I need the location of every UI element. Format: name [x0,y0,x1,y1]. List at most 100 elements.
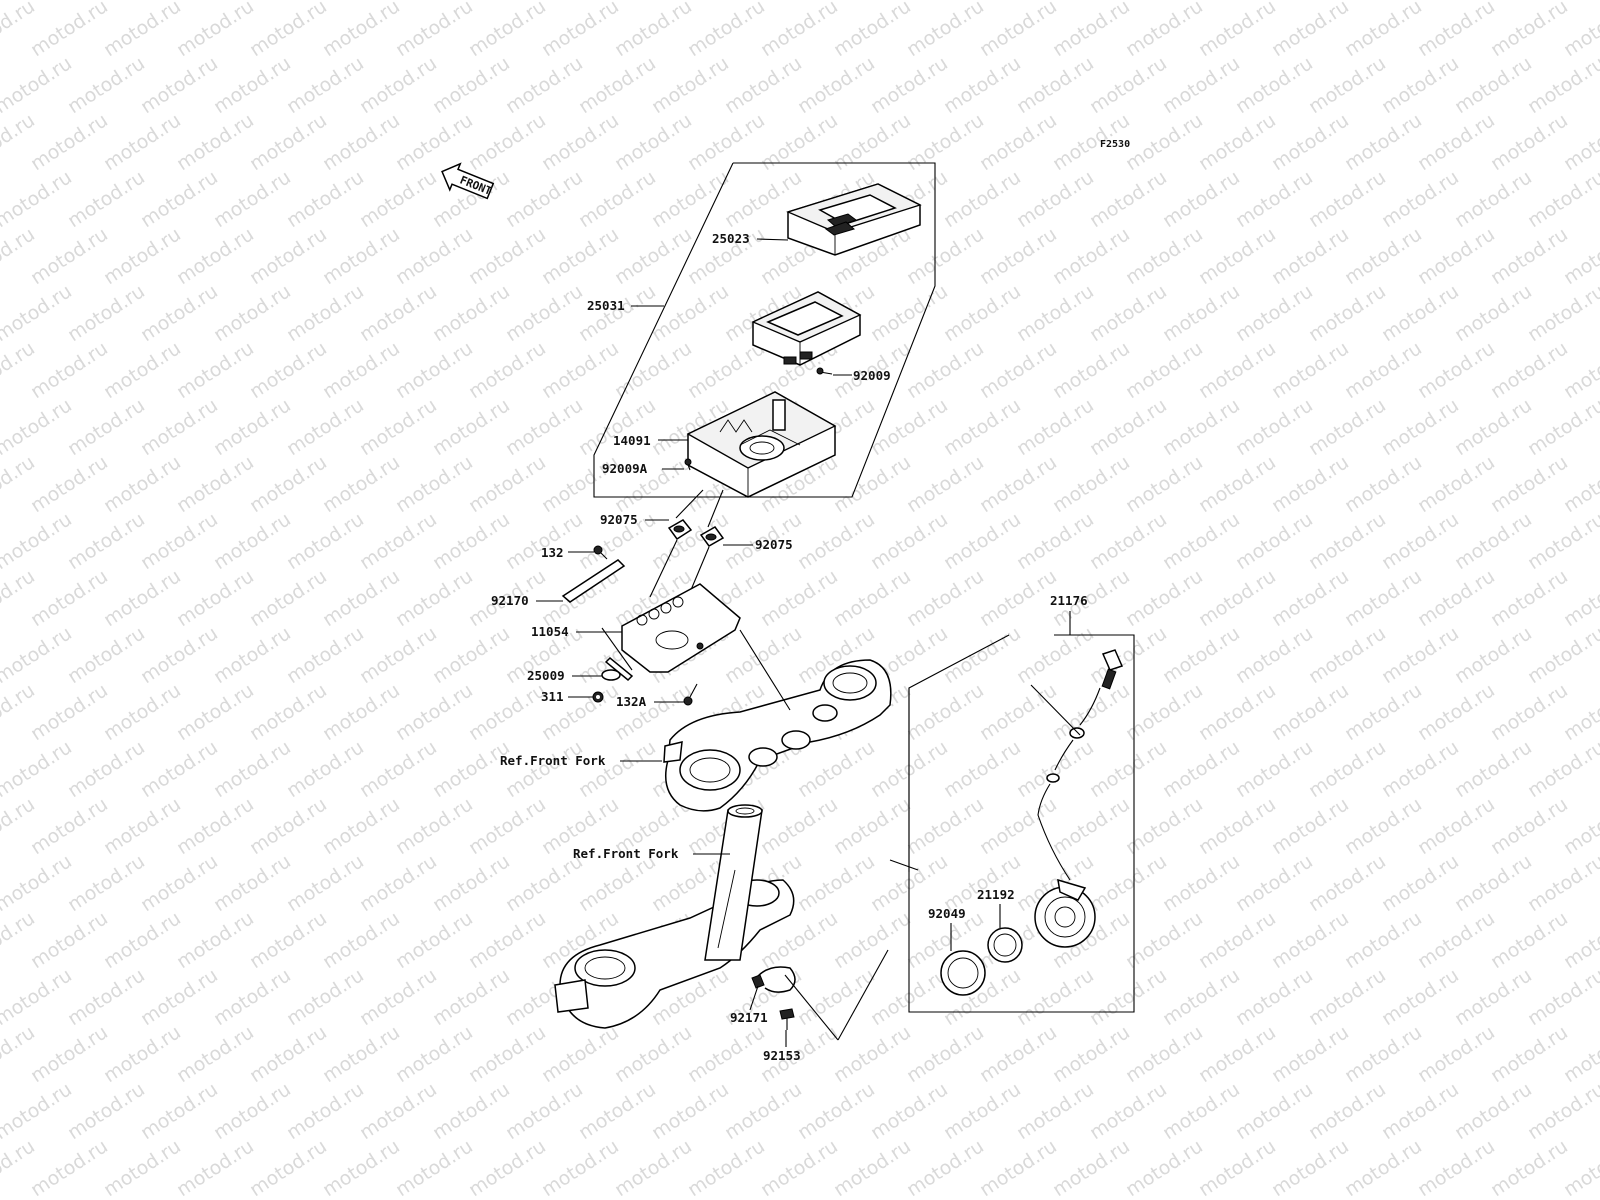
watermark-text: motod.ru [1195,1021,1280,1087]
watermark-text: motod.ru [392,0,477,61]
watermark-text: motod.ru [1268,223,1353,289]
lower-triple-clamp [554,804,795,1029]
watermark-text: motod.ru [1232,52,1317,118]
ignition-harness [1037,649,1124,881]
watermark-text: motod.ru [1305,280,1390,346]
watermark-text: motod.ru [1487,1021,1572,1087]
watermark-text: motod.ru [356,394,441,460]
watermark-text: motod.ru [648,0,733,4]
leader-21176-a [1030,684,1081,736]
watermark-text: motod.ru [830,1135,915,1200]
watermark-text: motod.ru [173,1021,258,1087]
watermark-text: motod.ru [64,280,149,346]
leader-92171-clamp [784,974,839,1041]
watermark-text: motod.ru [319,337,404,403]
watermark-text: motod.ru [1414,793,1499,859]
watermark-text: motod.ru [173,907,258,973]
watermark-text: motod.ru [0,736,76,802]
watermark-text: motod.ru [1049,1135,1134,1200]
watermark-text: motod.ru [173,451,258,517]
watermark-text: motod.ru [1086,394,1171,460]
watermark-text: motod.ru [1013,964,1098,1030]
watermark-text: motod.ru [575,280,660,346]
watermark-text: motod.ru [575,736,660,802]
watermark-text: motod.ru [611,109,696,175]
watermark-text: motod.ru [64,622,149,688]
watermark-text: motod.ru [100,907,185,973]
watermark-text: motod.ru [0,1078,76,1144]
watermark-text: motod.ru [1195,793,1280,859]
watermark-text: motod.ru [319,565,404,631]
watermark-text: motod.ru [648,52,733,118]
watermark-text: motod.ru [137,0,222,4]
watermark-text: motod.ru [1378,850,1463,916]
watermark-text: motod.ru [283,622,368,688]
watermark-text: motod.ru [0,0,76,4]
watermark-text: motod.ru [1195,565,1280,631]
watermark-text: motod.ru [0,166,76,232]
watermark-text: motod.ru [721,622,806,688]
meter-assembly-group-outline [593,162,936,498]
watermark-text: motod.ru [757,1135,842,1200]
watermark-text: motod.ru [465,1021,550,1087]
watermark-text: motod.ru [1268,793,1353,859]
watermark-text: motod.ru [1378,52,1463,118]
watermark-text: motod.ru [137,508,222,574]
ignition-ring-21192 [987,927,1023,963]
watermark-text: motod.ru [1414,337,1499,403]
watermark-text: motod.ru [1122,451,1207,517]
watermark-text: motod.ru [465,907,550,973]
watermark-text: motod.ru [319,679,404,745]
watermark-text: motod.ru [429,280,514,346]
watermark-text: motod.ru [100,679,185,745]
watermark-text: motod.ru [1305,508,1390,574]
leader-25023 [756,238,789,241]
watermark-text: motod.ru [246,1135,331,1200]
watermark-text: motod.ru [429,736,514,802]
watermark-text: motod.ru [794,964,879,1030]
watermark-text: motod.ru [173,793,258,859]
watermark-text: motod.ru [210,394,295,460]
watermark-text: motod.ru [1159,394,1244,460]
watermark-text: motod.ru [1414,565,1499,631]
watermark-text: motod.ru [1524,964,1600,1030]
watermark-text: motod.ru [356,850,441,916]
watermark-text: motod.ru [721,52,806,118]
watermark-text: motod.ru [319,451,404,517]
watermark-text: motod.ru [830,565,915,631]
watermark-text: motod.ru [1013,52,1098,118]
watermark-text: motod.ru [1524,166,1600,232]
watermark-text: motod.ru [100,337,185,403]
watermark-text: motod.ru [611,0,696,61]
watermark-text: motod.ru [1305,1078,1390,1144]
watermark-text: motod.ru [976,0,1061,61]
watermark-text: motod.ru [1341,223,1426,289]
watermark-text: motod.ru [1122,0,1207,61]
watermark-text: motod.ru [976,223,1061,289]
watermark-text: motod.ru [0,394,76,460]
watermark-text: motod.ru [392,1021,477,1087]
watermark-text: motod.ru [1159,166,1244,232]
watermark-text: motod.ru [684,0,769,61]
watermark-text: motod.ru [940,280,1025,346]
watermark-text: motod.ru [1232,736,1317,802]
watermark-text: motod.ru [976,1135,1061,1200]
watermark-text: motod.ru [100,0,185,61]
watermark-text: motod.ru [976,793,1061,859]
watermark-text: motod.ru [757,793,842,859]
watermark-text: motod.ru [1305,850,1390,916]
watermark-text: motod.ru [1268,337,1353,403]
watermark-text: motod.ru [903,1135,988,1200]
watermark-text: motod.ru [1378,394,1463,460]
screw-92009A [684,458,692,471]
watermark-text: motod.ru [27,907,112,973]
label-311: 311 [541,689,564,704]
watermark-text: motod.ru [1487,337,1572,403]
watermark-text: motod.ru [356,166,441,232]
watermark-text: motod.ru [1524,622,1600,688]
watermark-text: motod.ru [903,223,988,289]
watermark-text: motod.ru [64,736,149,802]
watermark-text: motod.ru [27,565,112,631]
watermark-text: motod.ru [465,1135,550,1200]
watermark-text: motod.ru [1378,964,1463,1030]
